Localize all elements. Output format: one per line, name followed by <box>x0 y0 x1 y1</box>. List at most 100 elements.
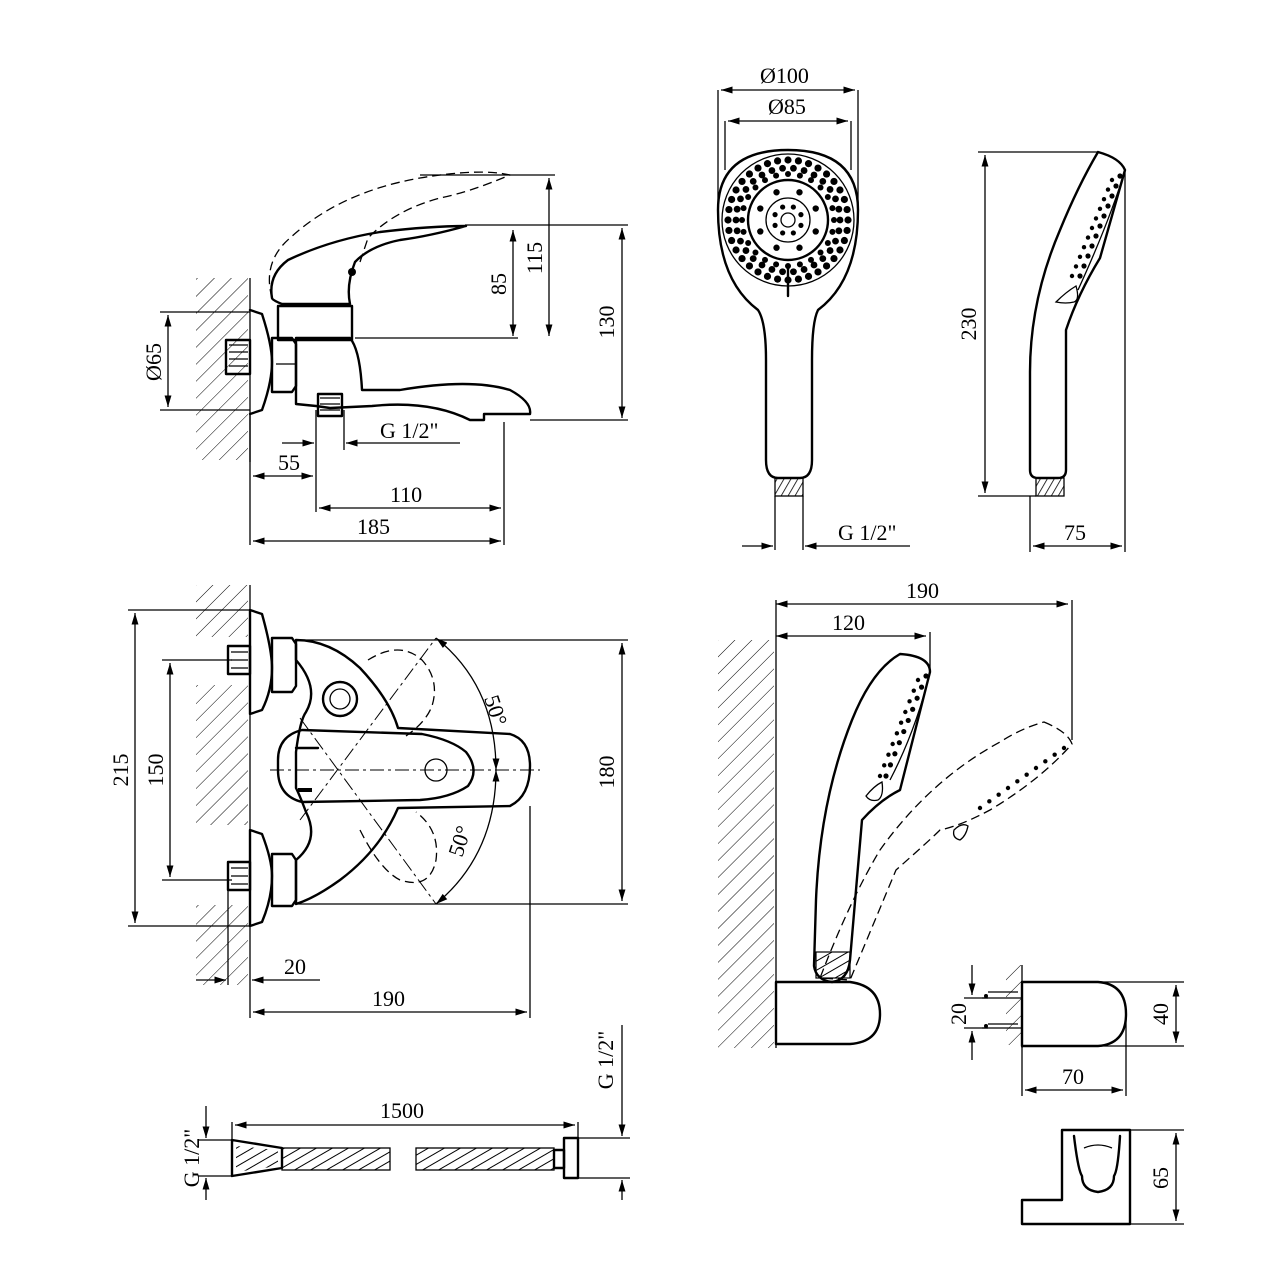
nozzle-dot <box>757 228 764 235</box>
wall-holder-base <box>774 980 882 1046</box>
nozzle-dot <box>1069 273 1075 279</box>
nozzle-dot <box>826 247 834 254</box>
dim-total-height: 130 <box>594 306 619 339</box>
nozzle-dot <box>812 205 819 212</box>
nozzle-dot <box>1033 765 1039 771</box>
nozzle-dot <box>882 763 887 768</box>
lever-handle <box>270 224 468 306</box>
shower-handle-profile <box>1028 150 1127 480</box>
nozzle-dot <box>733 205 741 213</box>
wall-flange <box>248 308 274 416</box>
nozzle-dot <box>1117 173 1123 179</box>
nozzle-dot <box>1077 254 1083 259</box>
shower-head-front-view: Ø100 Ø85 G 1/2" <box>716 63 910 550</box>
nozzle-dot <box>796 244 803 251</box>
nozzle-dot <box>911 688 916 693</box>
nozzle-dot <box>840 195 848 204</box>
nozzle-dot <box>773 275 782 283</box>
dim-body-width: 180 <box>594 756 619 789</box>
nozzle-dot <box>830 177 838 186</box>
nozzle-dot <box>1089 243 1095 249</box>
diverter-knob[interactable] <box>321 680 359 718</box>
nozzle-dot <box>732 246 740 254</box>
nozzle-dot <box>1109 177 1115 183</box>
dim-holder-height: 40 <box>1148 1003 1173 1025</box>
dim-total-reach: 190 <box>906 578 939 603</box>
nozzle-dot <box>773 172 780 179</box>
nozzle-dot <box>725 226 733 235</box>
nozzle-dot <box>894 731 900 736</box>
nozzle-dot <box>901 728 907 735</box>
nozzle-dot <box>1085 235 1091 240</box>
nozzle-dot <box>1085 253 1091 259</box>
nozzle-dot <box>758 171 766 179</box>
nozzle-dot <box>754 268 762 276</box>
nozzle-dot <box>758 261 766 269</box>
wall-hatch <box>196 278 248 460</box>
dim-inner-diameter: Ø85 <box>768 94 806 119</box>
dim-holder-reach: 120 <box>832 610 865 635</box>
nozzle-dot <box>728 236 736 245</box>
nozzle-dot <box>1097 223 1103 229</box>
nozzle-dot <box>773 244 780 251</box>
dim-top-depth: 190 <box>372 986 405 1011</box>
nozzle-dot <box>749 255 757 263</box>
wall-holder-assembly-view: 190 120 <box>718 578 1073 1048</box>
nozzle-dot <box>843 205 851 214</box>
nozzle-dot <box>798 222 804 228</box>
side-nozzles <box>1069 173 1123 279</box>
nozzle-dot <box>754 164 762 172</box>
nozzle-dot <box>836 246 844 254</box>
nozzle-dot <box>796 172 803 179</box>
nozzle-dot <box>742 186 750 193</box>
nozzle-dot <box>819 177 827 185</box>
nozzle-dot <box>1101 213 1107 219</box>
shower-in-holder <box>812 652 932 984</box>
nozzle-dot <box>1015 779 1020 784</box>
nozzle-dot <box>790 164 797 172</box>
dim-holder-depth: 70 <box>1062 1064 1084 1089</box>
nozzle-dot <box>1005 785 1011 791</box>
nozzle-dot <box>745 262 754 270</box>
dim-total-depth: 185 <box>357 514 390 539</box>
nozzle-dot <box>1081 263 1087 269</box>
nozzle-dot <box>784 156 792 164</box>
nozzle-dot <box>915 677 921 683</box>
nozzle-dot <box>752 184 759 191</box>
spray-nozzles <box>724 156 852 284</box>
nozzle-dot <box>836 216 844 224</box>
nozzle-dot <box>1077 273 1083 279</box>
dim-hose-thread-right: G 1/2" <box>593 1031 618 1089</box>
dim-spout-reach: 110 <box>390 482 422 507</box>
nozzle-dot <box>1105 187 1111 192</box>
dim-angle-up: 50° <box>479 692 512 729</box>
wall-holder-detail-view: 20 40 70 65 <box>946 965 1184 1226</box>
dim-screw-spacing: 20 <box>946 1003 971 1025</box>
nozzle-dot <box>1105 203 1111 209</box>
nozzle-dot <box>1101 197 1107 202</box>
nozzle-dot <box>896 740 902 746</box>
dim-outer-diameter: Ø100 <box>760 63 809 88</box>
nozzle-dot <box>1081 245 1087 250</box>
nozzle-dot <box>752 249 759 256</box>
nozzle-dot <box>772 222 778 228</box>
mixer-body <box>294 336 532 422</box>
nozzle-dot <box>745 170 754 178</box>
nozzle-dot <box>1024 772 1029 777</box>
shower-head-side-view: 230 75 <box>956 150 1127 552</box>
nozzle-dot <box>835 205 843 213</box>
nozzle-dot <box>725 205 733 214</box>
nozzle-dot <box>798 212 804 218</box>
nozzle-dot <box>745 240 752 246</box>
nozzle-dot <box>790 268 797 276</box>
nozzle-dot <box>918 684 925 690</box>
nozzle-dot <box>780 230 786 236</box>
nozzle-dot <box>817 184 824 191</box>
nozzle-dot <box>739 217 745 223</box>
nozzle-dot <box>829 205 836 212</box>
nozzle-dot <box>740 228 747 235</box>
nozzle-dot <box>832 195 839 203</box>
nozzle-dot <box>790 204 796 210</box>
nozzle-dot <box>923 673 929 679</box>
